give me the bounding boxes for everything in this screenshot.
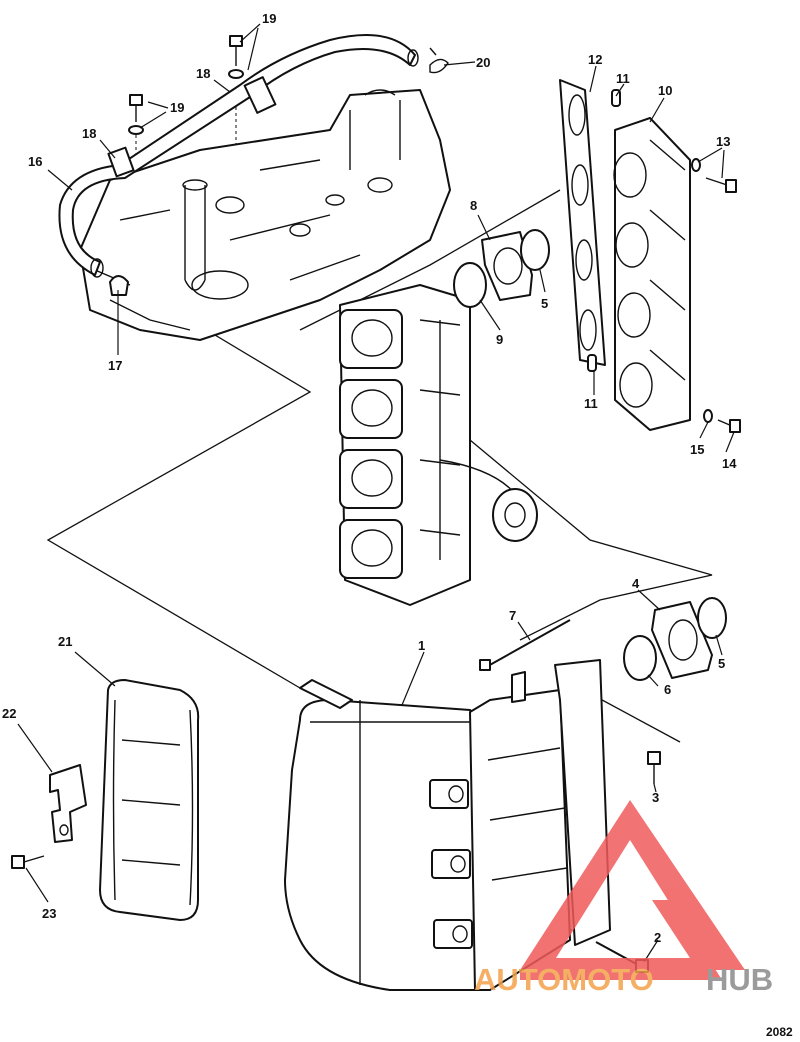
automotohub-logo-icon xyxy=(520,800,745,980)
cover-21 xyxy=(99,679,200,921)
callout-2: 2 xyxy=(654,930,661,945)
gasket-6 xyxy=(623,635,657,681)
callout-21: 21 xyxy=(58,634,72,649)
automotohub-watermark: AUTOMOTO HUB xyxy=(474,800,773,997)
callout-11-upper: 11 xyxy=(616,71,630,86)
dowel-pins-11 xyxy=(587,89,621,372)
intake-manifold-10 xyxy=(613,117,691,431)
callout-22: 22 xyxy=(2,706,16,721)
callout-15: 15 xyxy=(690,442,704,457)
gasket-9 xyxy=(453,262,487,308)
watermark-text-part2: HUB xyxy=(706,962,773,997)
hose-16 xyxy=(58,34,419,278)
carburetor-stack xyxy=(339,284,538,606)
callout-9: 9 xyxy=(496,332,503,347)
callout-3: 3 xyxy=(652,790,659,805)
callout-1: 1 xyxy=(418,638,425,653)
callout-13: 13 xyxy=(716,134,730,149)
screw-14-washer-15 xyxy=(703,409,741,433)
bolts-19 xyxy=(128,35,244,135)
figure-number: 2082 xyxy=(766,1025,793,1039)
callout-23: 23 xyxy=(42,906,56,921)
fitting-17 xyxy=(109,275,129,296)
callout-labels: 1 2 3 4 5 5 6 7 8 9 10 11 11 12 13 14 15… xyxy=(2,11,737,945)
callout-12: 12 xyxy=(588,52,602,67)
callout-17: 17 xyxy=(108,358,122,373)
callout-18-upper: 18 xyxy=(196,66,210,81)
callout-20: 20 xyxy=(476,55,490,70)
callout-4: 4 xyxy=(632,576,640,591)
callout-7: 7 xyxy=(509,608,516,623)
callout-19-upper: 19 xyxy=(262,11,276,26)
screw-23 xyxy=(11,855,45,869)
screw-3 xyxy=(647,751,661,784)
callout-18-lower: 18 xyxy=(82,126,96,141)
callout-19-lower: 19 xyxy=(170,100,184,115)
callout-6: 6 xyxy=(664,682,671,697)
callout-8: 8 xyxy=(470,198,477,213)
callout-16: 16 xyxy=(28,154,42,169)
callout-14: 14 xyxy=(722,456,737,471)
silencer-1 xyxy=(284,659,611,991)
rod-7 xyxy=(479,619,571,671)
callout-10: 10 xyxy=(658,83,672,98)
adaptor-8 xyxy=(481,231,533,301)
bracket-22 xyxy=(49,764,87,843)
adaptor-4 xyxy=(651,601,713,679)
manifold-gasket-12 xyxy=(559,79,606,366)
screw-13 xyxy=(691,158,737,193)
callout-5-lower: 5 xyxy=(718,656,725,671)
gasket-5-upper xyxy=(520,229,550,271)
watermark-text-part1: AUTOMOTO xyxy=(474,962,654,997)
callout-11-lower: 11 xyxy=(584,396,598,411)
clamp-20 xyxy=(429,47,449,74)
gasket-5-lower xyxy=(697,597,727,639)
callout-5-upper: 5 xyxy=(541,296,548,311)
powerhead-block xyxy=(79,89,451,341)
